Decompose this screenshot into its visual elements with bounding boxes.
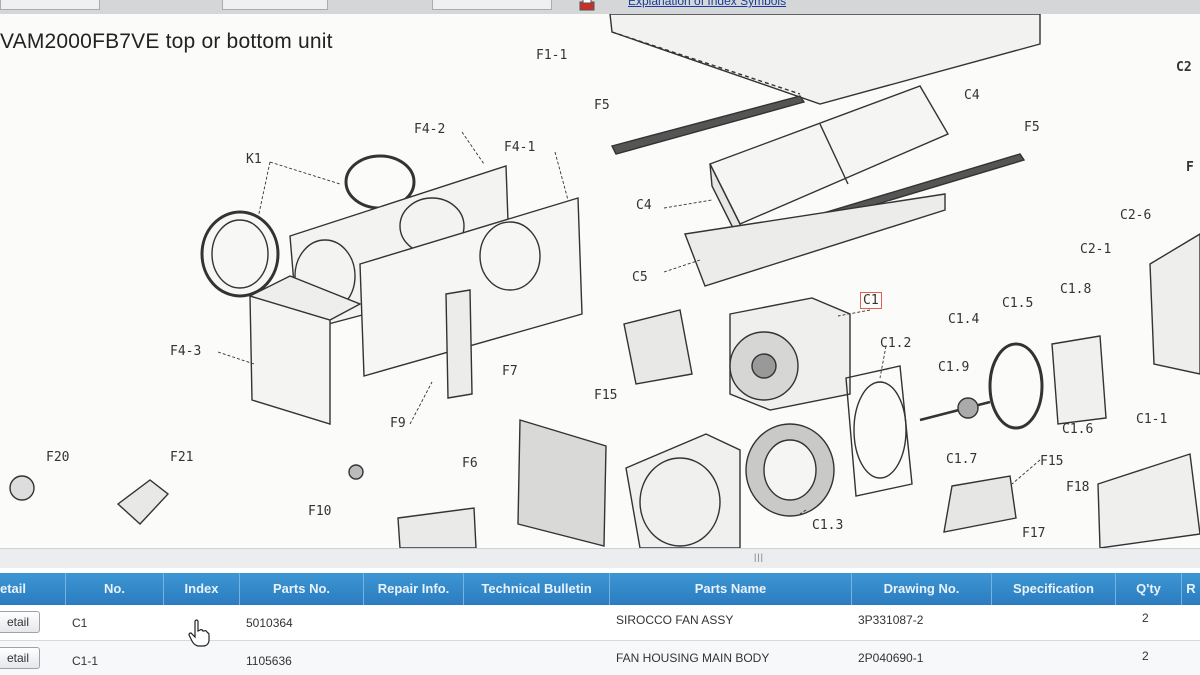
parts-drawing: VAM2000FB7VE top or bottom unit [0, 14, 1200, 548]
col-detail[interactable]: etail [0, 573, 66, 605]
pane-splitter[interactable]: ||| [0, 548, 1200, 568]
toolbar-button-2[interactable] [222, 0, 328, 10]
detail-button[interactable]: etail [0, 611, 40, 633]
cell-qty: 2 [1142, 611, 1149, 625]
cell-qty: 2 [1142, 649, 1149, 663]
callout-f15-lower[interactable]: F15 [1040, 454, 1064, 469]
col-no[interactable]: No. [66, 573, 164, 605]
callout-f7[interactable]: F7 [502, 364, 518, 379]
col-specification[interactable]: Specification [992, 573, 1116, 605]
cell-no: C1-1 [72, 654, 99, 668]
callout-c5[interactable]: C5 [632, 270, 648, 285]
callout-f17[interactable]: F17 [1022, 526, 1046, 541]
toolbar-button-1[interactable] [0, 0, 100, 10]
callout-c1-9[interactable]: C1.9 [938, 360, 970, 375]
col-technical-bulletin[interactable]: Technical Bulletin [464, 573, 610, 605]
top-toolbar: Explanation of Index Symbols [0, 0, 1200, 14]
callout-f20[interactable]: F20 [46, 450, 70, 465]
callout-c2[interactable]: C2 [1176, 60, 1192, 75]
callout-c1-6[interactable]: C1.6 [1062, 422, 1094, 437]
table-row[interactable]: etail C1-1 1105636 FAN HOUSING MAIN BODY… [0, 641, 1200, 675]
cell-parts-name: FAN HOUSING MAIN BODY [616, 651, 770, 665]
exploded-view-diagram [9, 14, 1200, 548]
callout-c1-7[interactable]: C1.7 [946, 452, 978, 467]
callout-c1-5[interactable]: C1.5 [1002, 296, 1034, 311]
callout-c2-6[interactable]: C2-6 [1120, 208, 1152, 223]
callout-k1[interactable]: K1 [246, 152, 262, 167]
cell-drawing-no: 3P331087-2 [858, 613, 924, 627]
col-qty[interactable]: Q'ty [1116, 573, 1182, 605]
col-parts-name[interactable]: Parts Name [610, 573, 852, 605]
callout-c1-1[interactable]: C1-1 [1136, 412, 1168, 427]
cell-parts-no: 5010364 [246, 616, 293, 630]
callout-f1-1[interactable]: F1-1 [536, 48, 568, 63]
callout-f5-right[interactable]: F5 [1024, 120, 1040, 135]
table-header: etail No. Index Parts No. Repair Info. T… [0, 573, 1200, 605]
hand-pointer-icon [188, 619, 210, 647]
cell-no: C1 [72, 616, 88, 630]
cell-drawing-no: 2P040690-1 [858, 651, 924, 665]
callout-f18[interactable]: F18 [1066, 480, 1090, 495]
parts-table: etail No. Index Parts No. Repair Info. T… [0, 568, 1200, 675]
callout-f9[interactable]: F9 [390, 416, 406, 431]
col-index[interactable]: Index [164, 573, 240, 605]
callout-f-edge[interactable]: F [1186, 160, 1194, 175]
callout-c1-8[interactable]: C1.8 [1060, 282, 1092, 297]
callout-f5-left[interactable]: F5 [594, 98, 610, 113]
callout-c1-selected[interactable]: C1 [860, 292, 882, 309]
callout-f21[interactable]: F21 [170, 450, 194, 465]
print-icon[interactable] [578, 0, 596, 12]
col-r[interactable]: R [1186, 581, 1196, 596]
detail-button[interactable]: etail [0, 647, 40, 669]
col-parts-no[interactable]: Parts No. [240, 573, 364, 605]
callout-f10[interactable]: F10 [308, 504, 332, 519]
callout-c1-3[interactable]: C1.3 [812, 518, 844, 533]
callout-c4-top[interactable]: C4 [964, 88, 980, 103]
callout-c2-1[interactable]: C2-1 [1080, 242, 1112, 257]
callout-c4-left[interactable]: C4 [636, 198, 652, 213]
index-symbols-link[interactable]: Explanation of Index Symbols [628, 0, 787, 8]
callout-f4-1[interactable]: F4-1 [504, 140, 536, 155]
callout-f15-upper[interactable]: F15 [594, 388, 618, 403]
col-drawing-no[interactable]: Drawing No. [852, 573, 992, 605]
cell-parts-no: 1105636 [246, 654, 292, 668]
toolbar-button-3[interactable] [432, 0, 552, 10]
callout-c1-2[interactable]: C1.2 [880, 336, 912, 351]
callout-f4-3[interactable]: F4-3 [170, 344, 202, 359]
callout-c1-4[interactable]: C1.4 [948, 312, 980, 327]
cell-parts-name: SIROCCO FAN ASSY [616, 613, 734, 627]
col-repair-info[interactable]: Repair Info. [364, 573, 464, 605]
splitter-grip-icon[interactable]: ||| [754, 552, 765, 562]
table-row[interactable]: etail C1 5010364 SIROCCO FAN ASSY 3P3310… [0, 605, 1200, 641]
drawing-title: VAM2000FB7VE top or bottom unit [0, 30, 333, 53]
callout-f6[interactable]: F6 [462, 456, 478, 471]
callout-f4-2[interactable]: F4-2 [414, 122, 446, 137]
